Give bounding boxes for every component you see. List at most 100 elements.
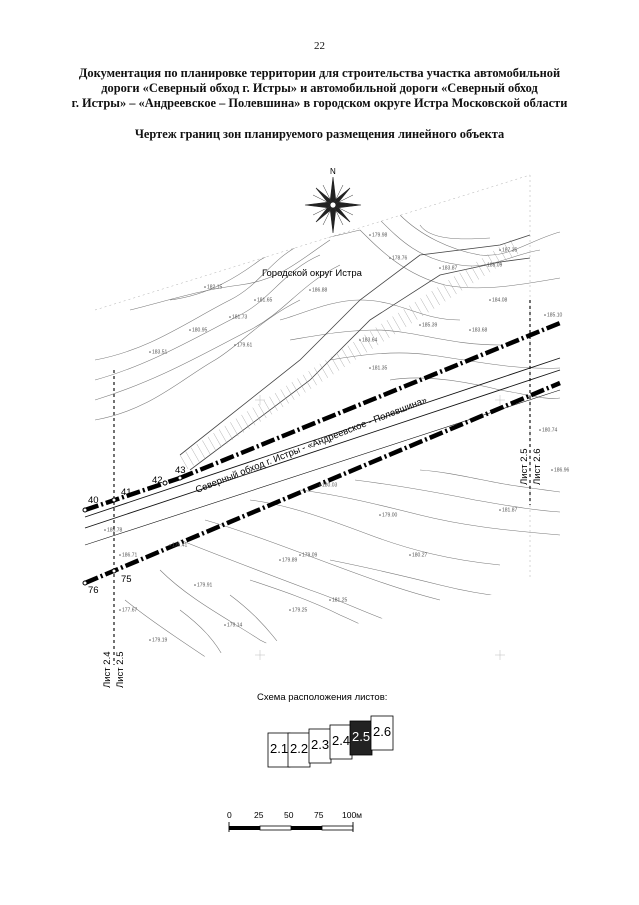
point-marker-75 [111, 568, 117, 574]
elevation-label: 179.61 [237, 343, 253, 349]
elevation-dot [359, 339, 361, 341]
hatch-line [297, 378, 306, 393]
hatch-line [442, 283, 452, 298]
scheme-sheet-label: 2.1 [270, 741, 288, 756]
elevation-dot [254, 299, 256, 301]
elevation-label: 179.89 [282, 558, 298, 564]
hatch-line [403, 309, 412, 324]
elevation-label: 185.10 [547, 313, 563, 319]
elevation-label: 179.25 [292, 608, 308, 614]
elevation-label: 186.88 [312, 288, 328, 294]
elevation-dot [204, 286, 206, 288]
elevation-dot [369, 234, 371, 236]
elevation-dot [104, 529, 106, 531]
elevation-label: 179.98 [372, 233, 388, 239]
title-line-2: дороги «Северный обход г. Истры» и автом… [101, 81, 538, 95]
hatch-line [425, 294, 435, 309]
elevation-dot [119, 554, 121, 556]
hatch-line [420, 298, 429, 313]
district-label: Городской округ Истра [262, 268, 363, 279]
elevation-label: 179.14 [227, 623, 243, 629]
elevation-label: 177.67 [122, 608, 138, 614]
point-marker-76 [82, 580, 88, 586]
hatch-line [325, 360, 334, 375]
hatch-line [414, 301, 424, 317]
hatch-line [224, 425, 233, 440]
hatch-line [431, 290, 440, 306]
hatch-line [213, 433, 222, 448]
hatch-line [409, 305, 418, 320]
elevation-dot [149, 639, 151, 641]
hatch-line [319, 363, 329, 378]
elevation-label: 182.15 [207, 285, 223, 291]
elevation-label: 180.74 [542, 428, 558, 434]
elevation-dot [119, 609, 121, 611]
elevation-dot [329, 599, 331, 601]
hatch-line [459, 272, 468, 287]
hatch-line [476, 261, 485, 276]
hatch-line [263, 400, 273, 415]
hatch-line [381, 323, 390, 338]
elevation-dot [389, 257, 391, 259]
elevation-label: 185.78 [107, 528, 123, 534]
point-marker-41 [111, 497, 117, 503]
elevation-dot [189, 329, 191, 331]
hatch-line [448, 279, 457, 295]
hatch-line [375, 327, 384, 342]
elevation-dot [419, 324, 421, 326]
embankment-hatch [179, 234, 531, 471]
hatch-line [509, 239, 519, 255]
contour-lines [95, 214, 560, 671]
elevation-dot [279, 559, 281, 561]
elevation-dot [551, 469, 553, 471]
scheme-sheet-label: 2.6 [373, 724, 391, 739]
sheet-label-2-4: Лист 2.4 [102, 652, 113, 689]
elevation-label: 179.09 [302, 553, 318, 559]
elevation-label: 185.39 [422, 323, 438, 329]
elevation-label: 179.00 [382, 513, 398, 519]
hatch-line [437, 287, 446, 302]
title-line-3: г. Истры» – «Андреевское – Полевшина» в … [71, 96, 568, 110]
elevation-dot [309, 289, 311, 291]
elevation-marks: 182.15181.73180.95181.65183.51179.61181.… [104, 233, 570, 644]
scheme-sheet-label: 2.5 [352, 729, 370, 744]
road-axis-lines [84, 357, 561, 546]
elevation-dot [489, 299, 491, 301]
hatch-line [470, 265, 480, 280]
elevation-label: 183.51 [152, 350, 168, 356]
compass-north-label: N [330, 167, 336, 176]
scheme-sheet-label: 2.2 [290, 741, 308, 756]
elevation-dot [544, 314, 546, 316]
elevation-label: 183.68 [472, 328, 488, 334]
elevation-label: 181.65 [257, 298, 273, 304]
scheme-sheet-label: 2.4 [332, 733, 350, 748]
page-number: 22 [314, 40, 325, 52]
elevation-label: 179.19 [152, 638, 168, 644]
elevation-dot [149, 351, 151, 353]
point-marker-43 [177, 475, 183, 481]
elevation-dot [229, 316, 231, 318]
hatch-line [241, 414, 250, 430]
elevation-dot [469, 329, 471, 331]
point-marker-42 [162, 480, 168, 486]
elevation-dot [379, 514, 381, 516]
elevation-label: 184.08 [492, 298, 508, 304]
elevation-dot [169, 544, 171, 546]
map-edges [94, 174, 531, 580]
elevation-label: 181.25 [332, 598, 348, 604]
point-label-75: 75 [121, 574, 132, 585]
elevation-dot [484, 264, 486, 266]
hatch-line [336, 352, 345, 368]
zone-boundary-lines [84, 320, 561, 586]
elevation-dot [369, 367, 371, 369]
elevation-label: 186.71 [122, 553, 138, 559]
point-labels: 40 41 42 43 75 76 [88, 465, 186, 596]
hatch-line [252, 407, 261, 422]
elevation-label: 185.09 [487, 263, 503, 269]
elevation-label: 181.73 [232, 315, 248, 321]
elevation-dot [319, 484, 321, 486]
scale-tick-100: 100м [342, 810, 362, 820]
hatch-lines [179, 239, 519, 470]
scheme-sheet-box [370, 715, 394, 751]
elevation-dot [224, 624, 226, 626]
